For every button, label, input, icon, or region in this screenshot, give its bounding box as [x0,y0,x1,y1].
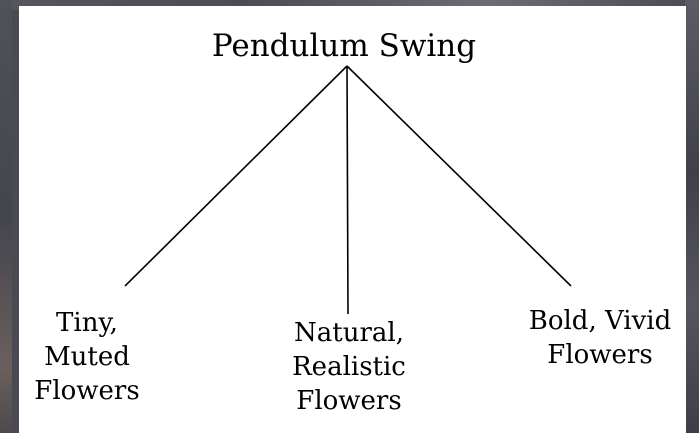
connector-line-middle [346,65,349,315]
connector-line-right [346,65,572,287]
connector-line-left [124,65,348,287]
background-edge-left [0,0,12,433]
leaf-node-label-right: Bold, Vivid Flowers [528,306,672,370]
leaf-node-label-left: Tiny, Muted Flowers [34,308,140,406]
leaf-node-label-middle: Natural, Realistic Flowers [292,318,406,416]
diagram-panel [19,6,686,433]
background-edge-right [685,0,699,433]
background-edge-top [0,0,699,10]
root-node-label: Pendulum Swing [211,28,477,64]
